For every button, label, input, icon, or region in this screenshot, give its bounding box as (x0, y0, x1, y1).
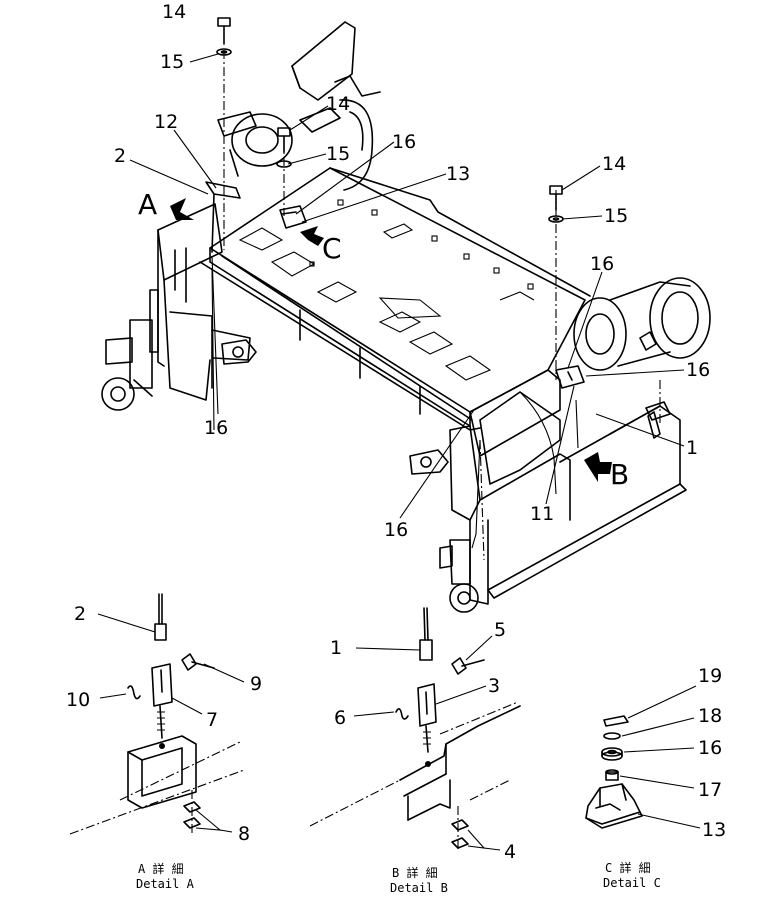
callout-6: 6 (334, 707, 346, 729)
bracket-12 (205, 181, 241, 253)
detail-a-title-jp: A 詳 細 (138, 861, 184, 876)
detail-a: A 詳 細 Detail A (69, 593, 245, 891)
view-arrow-b: B (584, 452, 629, 491)
callout-2: 2 (74, 603, 86, 625)
callout-13: 13 (446, 163, 470, 185)
callout-11: 11 (530, 503, 554, 525)
callout-3: 3 (488, 675, 500, 697)
callout-5: 5 (494, 619, 506, 641)
view-letter-c: C (322, 232, 342, 265)
callout-7: 7 (206, 709, 218, 731)
callout-16: 16 (392, 131, 416, 153)
callout-4: 4 (504, 841, 516, 863)
view-arrow-c: C (300, 226, 342, 265)
callout-1: 1 (686, 437, 698, 459)
callout-16: 16 (590, 253, 614, 275)
callout-13: 13 (702, 819, 726, 841)
callout-8: 8 (238, 823, 250, 845)
bolt-14-center (276, 127, 292, 168)
bolt-centerlines (223, 50, 661, 561)
callout-16: 16 (384, 519, 408, 541)
callout-15: 15 (326, 143, 350, 165)
callout-2: 2 (114, 145, 126, 167)
switch-bracket-c (279, 205, 307, 229)
bolt-14-top-left (216, 17, 232, 56)
callout-14: 14 (602, 153, 626, 175)
view-letter-a: A (138, 188, 157, 221)
detail-c-title-jp: C 詳 細 (605, 860, 651, 875)
callout-14: 14 (326, 93, 350, 115)
callout-14: 14 (162, 1, 186, 23)
view-letter-b: B (610, 458, 629, 491)
callout-1: 1 (330, 637, 342, 659)
detail-a-title-en: Detail A (136, 877, 195, 891)
callout-16: 16 (698, 737, 722, 759)
detail-b-title-jp: B 詳 細 (392, 865, 438, 880)
callout-16: 16 (204, 417, 228, 439)
callout-19: 19 (698, 665, 722, 687)
callout-17: 17 (698, 779, 722, 801)
callout-18: 18 (698, 705, 722, 727)
switch-bracket-b (555, 365, 585, 389)
callout-15: 15 (160, 51, 184, 73)
callout-15: 15 (604, 205, 628, 227)
frame-assembly (101, 21, 711, 613)
callout-12: 12 (154, 111, 178, 133)
callout-9: 9 (250, 673, 262, 695)
callout-16: 16 (686, 359, 710, 381)
detail-c-title-en: Detail C (603, 876, 661, 890)
leader-lines-main (129, 53, 685, 519)
view-arrow-a: A (138, 188, 194, 221)
detail-c: C 詳 細 Detail C (585, 685, 701, 890)
detail-b: B 詳 細 Detail B (309, 607, 521, 895)
callout-10: 10 (66, 689, 90, 711)
sensor-1-body (645, 401, 671, 439)
callout-labels: 14 15 14 15 16 12 2 13 14 15 16 16 1 16 … (66, 1, 726, 863)
detail-b-title-en: Detail B (390, 881, 448, 895)
